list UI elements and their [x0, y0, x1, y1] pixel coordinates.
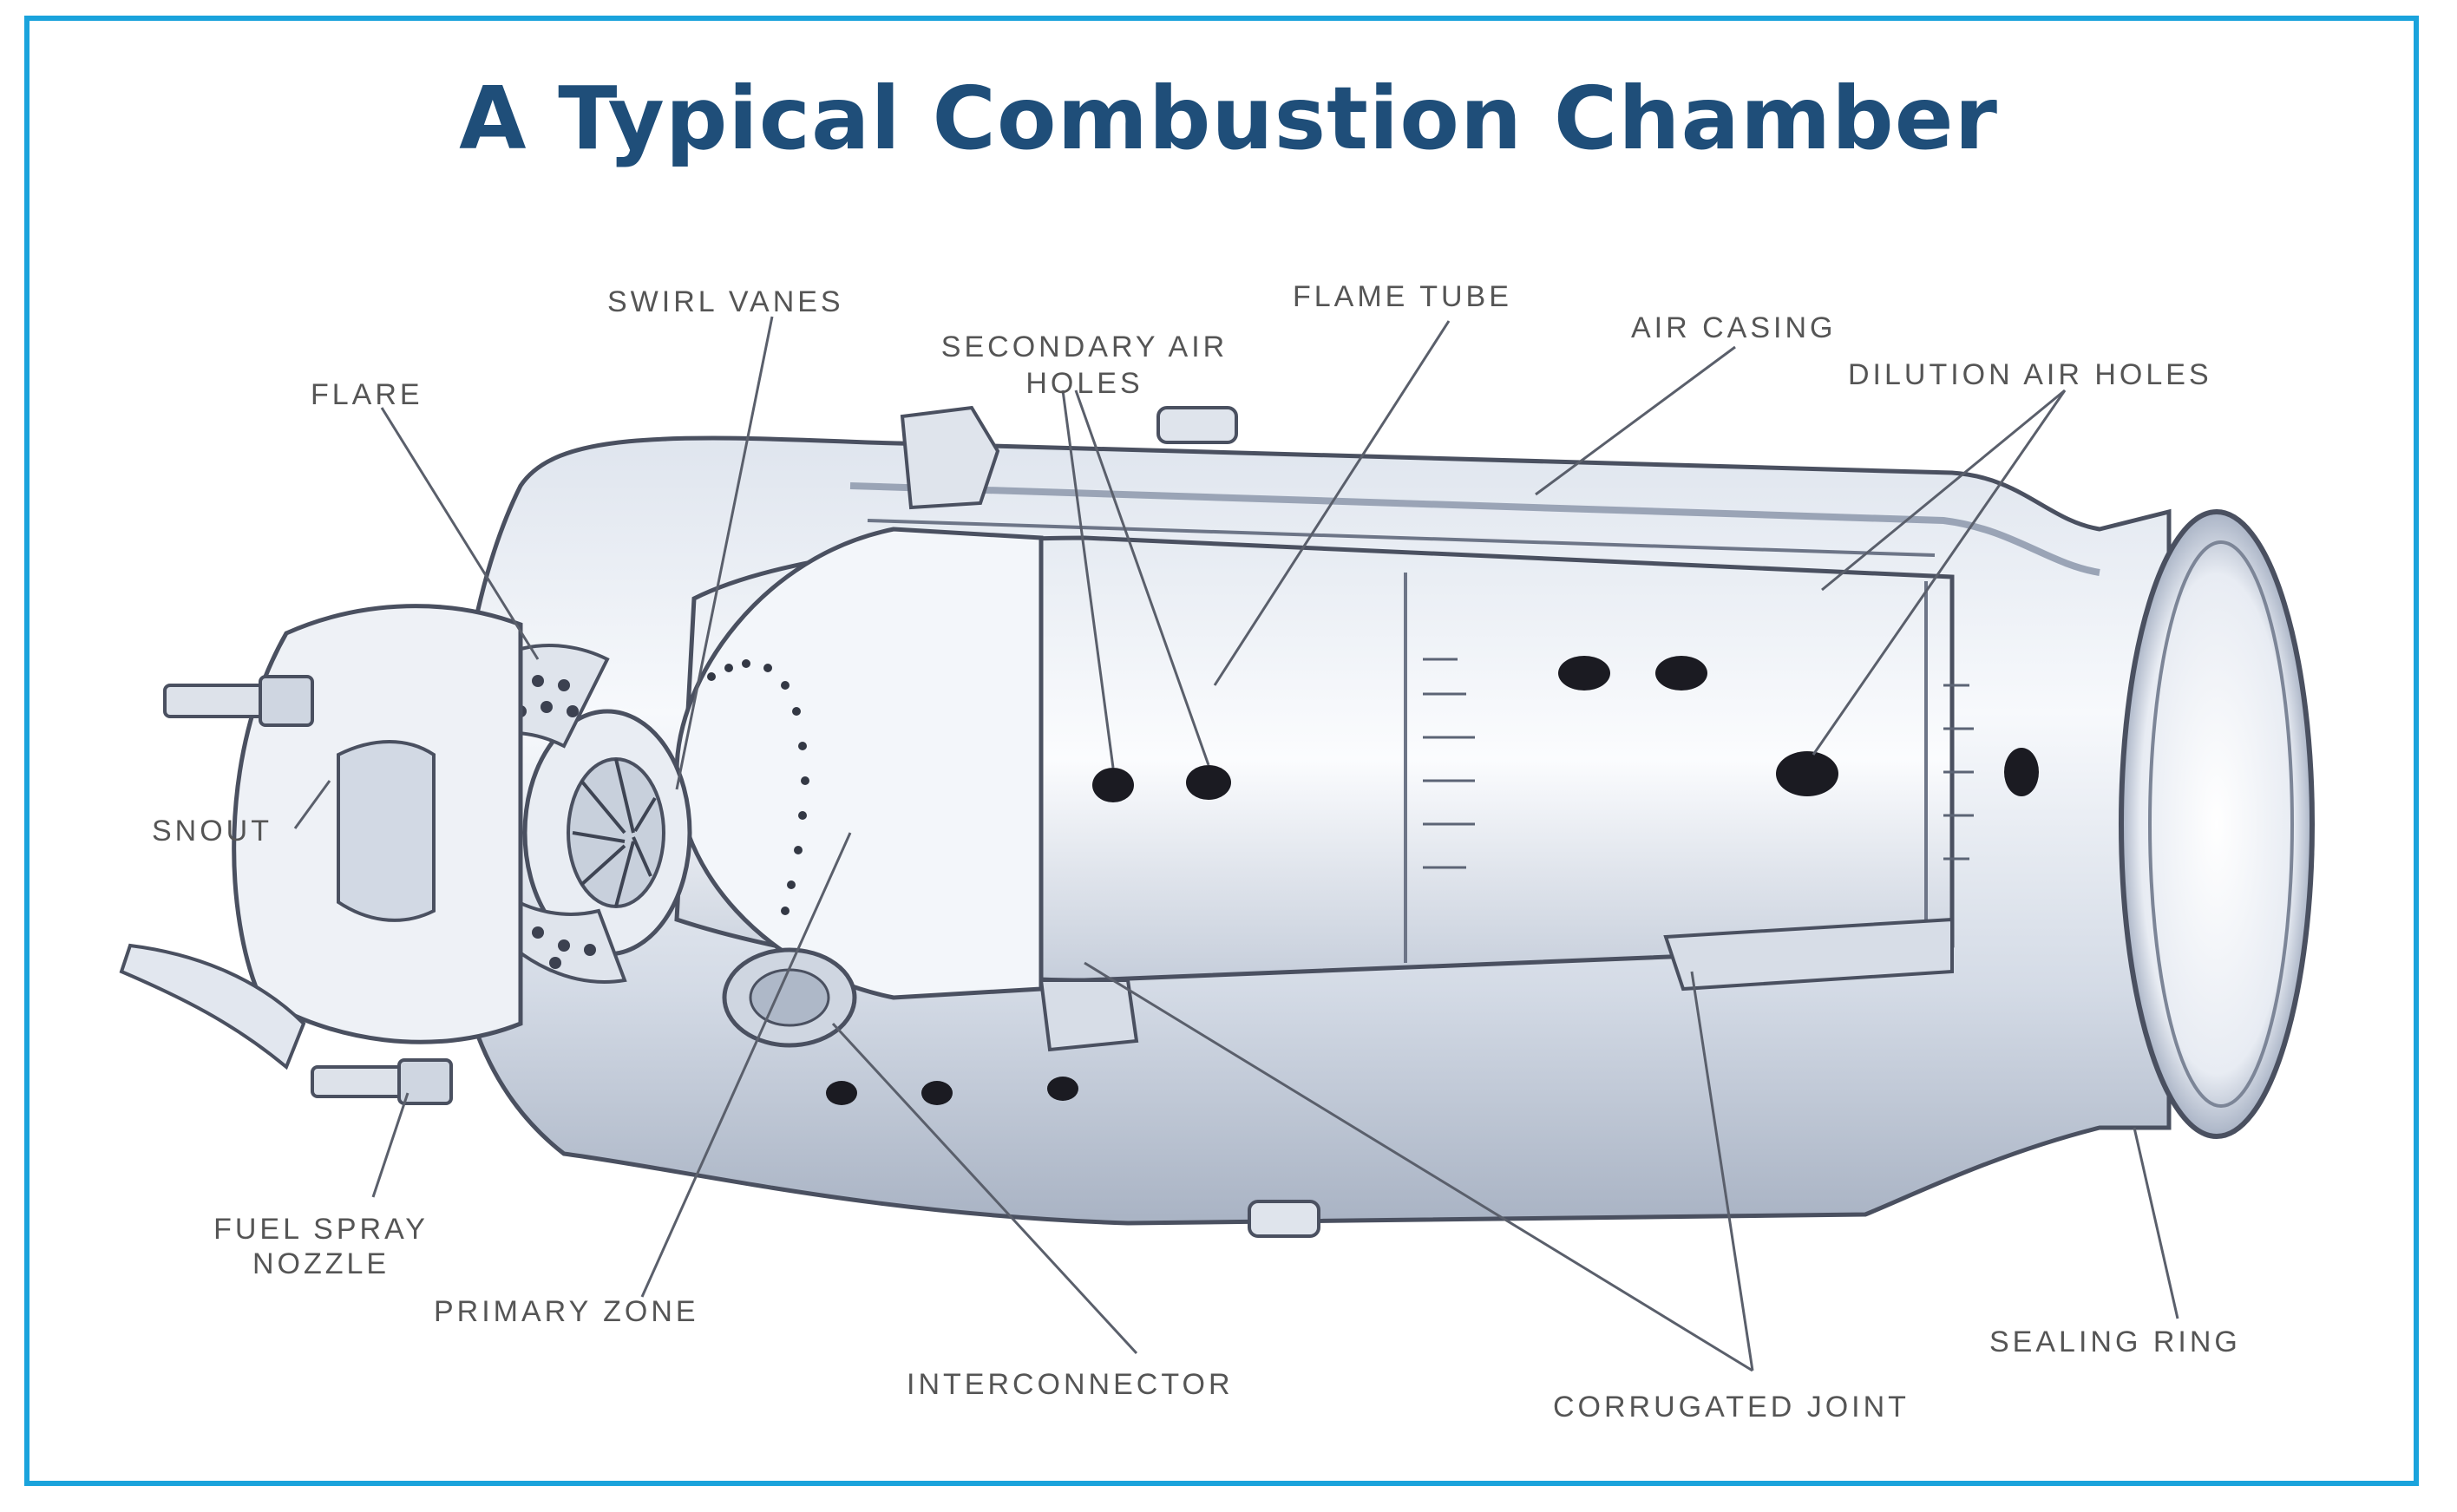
label-fuel-spray-nozzle-line2: NOZZLE — [252, 1247, 390, 1280]
label-corrugated-joint: CORRUGATED JOINT — [1553, 1391, 1910, 1424]
dilution-air-holes — [1558, 656, 2039, 796]
diagram-title: A Typical Combustion Chamber — [459, 68, 1998, 169]
mounting-boss — [900, 405, 1320, 1238]
label-flame-tube: FLAME TUBE — [1293, 280, 1512, 313]
interconnector — [722, 947, 857, 1048]
sealing-ring — [2119, 509, 2315, 1139]
label-flare: FLARE — [311, 378, 423, 411]
label-secondary-air-holes-line1: SECONDARY AIR — [940, 331, 1228, 363]
label-air-casing: AIR CASING — [1631, 311, 1837, 344]
label-primary-zone: PRIMARY ZONE — [434, 1295, 699, 1328]
corrugated-joint — [1038, 917, 1954, 1052]
label-snout: SNOUT — [152, 815, 272, 848]
label-fuel-spray-nozzle-line1: FUEL SPRAY — [213, 1213, 429, 1246]
fuel-spray-nozzle — [163, 675, 453, 1105]
leader-lines — [293, 316, 2179, 1372]
label-swirl-vanes: SWIRL VANES — [607, 285, 844, 318]
secondary-air-holes — [826, 765, 1231, 1105]
label-interconnector: INTERCONNECTOR — [907, 1368, 1234, 1401]
label-secondary-air-holes-line2: HOLES — [1025, 367, 1143, 400]
swirl-vanes — [522, 709, 692, 957]
label-dilution-air-holes: DILUTION AIR HOLES — [1848, 358, 2212, 391]
label-sealing-ring: SEALING RING — [1989, 1325, 2241, 1358]
